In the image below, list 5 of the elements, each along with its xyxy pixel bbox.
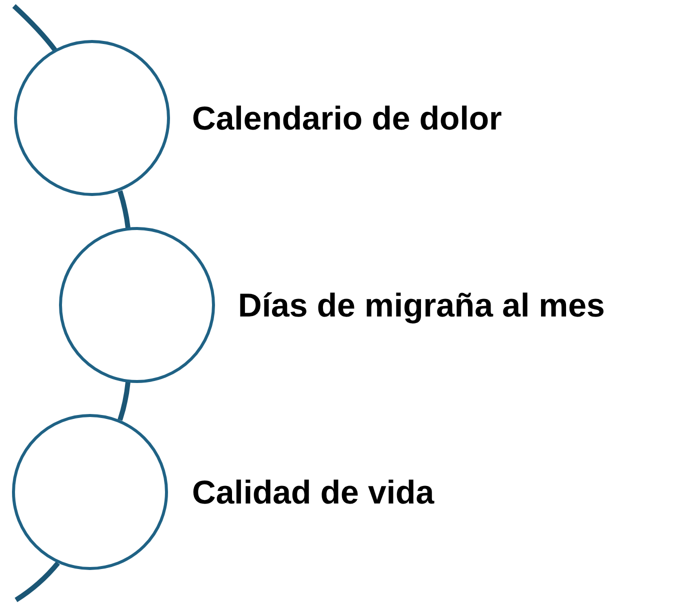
item-label: Calendario de dolor [192,102,502,134]
item-label: Calidad de vida [192,476,434,508]
connector-line [118,190,130,228]
connector-line [118,382,130,421]
item-label: Días de migraña al mes [238,288,605,322]
